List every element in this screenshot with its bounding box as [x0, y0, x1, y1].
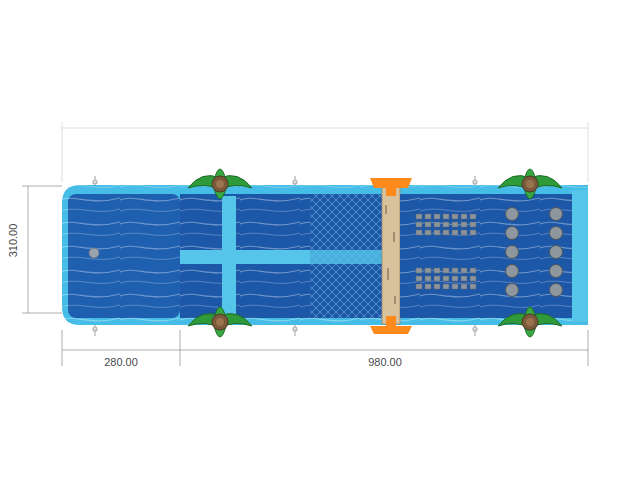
pop-up-section: [400, 194, 488, 318]
log-beam: [382, 186, 400, 324]
dimension-label: 280.00: [102, 357, 140, 368]
inflatable-base: [62, 185, 588, 325]
net-section: [310, 194, 382, 318]
dimension-label: 310.00: [9, 221, 20, 259]
beam-cap: [370, 326, 412, 334]
dimension-lines: [22, 122, 588, 366]
dimension-label: 980.00: [366, 357, 404, 368]
cylinder-section: [488, 194, 572, 318]
beam-cap: [370, 178, 412, 188]
palm-pillars: [188, 169, 562, 337]
slide-landing: [68, 194, 180, 318]
